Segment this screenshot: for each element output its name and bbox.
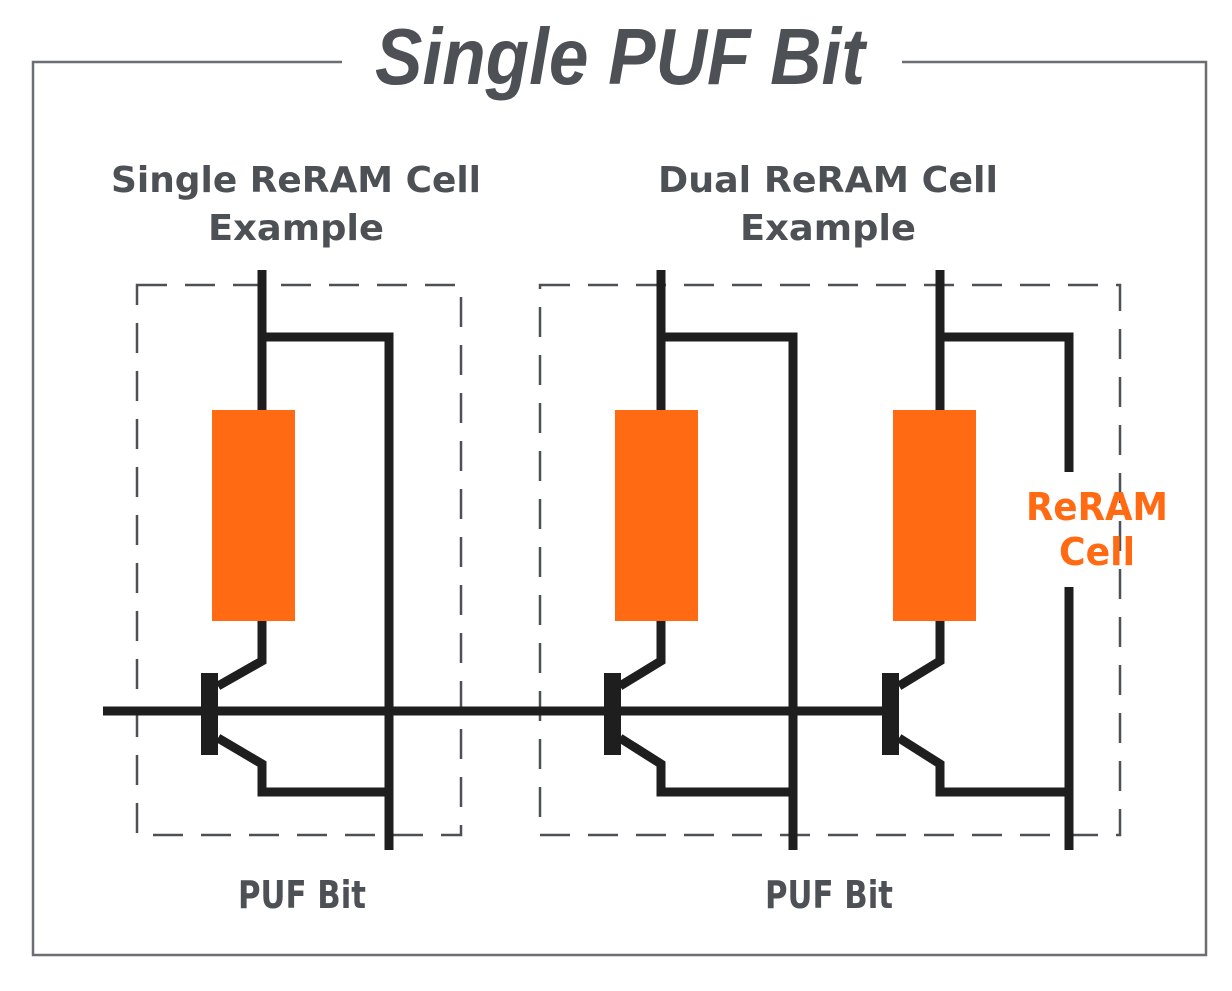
dual-cell-circuit-a [604, 270, 798, 850]
transistor-base [604, 673, 621, 755]
dual-cell-footer: PUF Bit [765, 873, 893, 917]
reram-cell [212, 410, 295, 621]
single-cell-heading-line1: Single ReRAM Cell [111, 160, 481, 201]
reram-cell-callout-line2: Cell [1059, 530, 1135, 574]
dual-cell-circuit-b [882, 270, 1074, 850]
transistor-base [201, 673, 218, 755]
reram-cell-callout-line1: ReRAM [1026, 485, 1168, 529]
single-cell-group-box [135, 283, 463, 837]
dual-cell-heading-line1: Dual ReRAM Cell [658, 160, 998, 201]
transistor-base [882, 673, 899, 755]
outer-frame [31, 60, 1208, 957]
single-cell-heading-line2: Example [208, 208, 384, 249]
dual-cell-group-box [538, 283, 1122, 837]
diagram-title: Single PUF Bit [375, 12, 868, 101]
single-cell-circuit [201, 270, 394, 850]
reram-cell [893, 410, 976, 621]
reram-cell [615, 410, 698, 621]
dual-cell-heading-line2: Example [740, 208, 916, 249]
single-cell-footer: PUF Bit [238, 873, 366, 917]
